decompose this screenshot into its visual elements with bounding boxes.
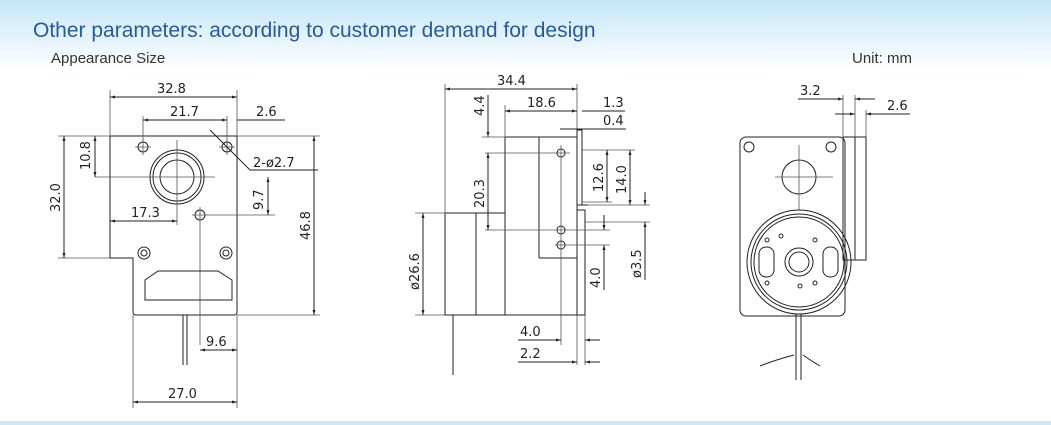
dim-shaft-diameter: ø3.5	[630, 249, 645, 278]
dim-bracket-2: 0.4	[603, 114, 624, 129]
dim-bracket-1: 1.3	[603, 96, 624, 111]
dim-gearbox-depth: 18.6	[527, 96, 556, 111]
page-title: Other parameters: according to customer …	[33, 19, 596, 42]
dim-top-offset: 4.4	[473, 95, 488, 116]
header-banner	[0, 0, 1051, 70]
dim-shaft-length-vertical: 4.0	[589, 267, 604, 288]
dim-height-overall: 46.8	[299, 211, 314, 240]
dim-shaft-from-left: 17.3	[131, 206, 160, 221]
dim-hole-edge: 2.6	[256, 105, 277, 120]
dim-bracket-h2: 14.0	[615, 165, 630, 194]
dim-lower-offset: 9.6	[206, 335, 227, 350]
unit-label: Unit: mm	[852, 50, 912, 67]
hole-callout: 2-ø2.7	[253, 156, 295, 171]
dim-width-overall: 32.8	[157, 82, 186, 97]
dim-shaft-to-hole: 9.7	[252, 189, 267, 210]
dim-motor-diameter: ø26.6	[408, 253, 423, 290]
dim-shaft-offset: 2.2	[520, 347, 541, 362]
front-view: 32.8 21.7 2.6 2-ø2.7 10.8 32.0 17.3 9.7 …	[49, 82, 320, 408]
dim-rear-b: 2.6	[887, 99, 908, 114]
dim-lower-width: 27.0	[168, 387, 197, 402]
dim-rear-a: 3.2	[800, 84, 821, 99]
dim-shaft-from-top: 10.8	[79, 141, 94, 170]
dim-depth-overall: 34.4	[497, 74, 526, 89]
side-view: 34.4 18.6 1.3 0.4 4.4 20.3 12.6 14.0 ø3.…	[408, 74, 650, 375]
dim-hole-spacing-side: 20.3	[473, 179, 488, 208]
bottom-divider	[0, 421, 1051, 425]
rear-view: 3.2 2.6	[739, 84, 910, 380]
dim-height-upper: 32.0	[49, 183, 64, 212]
dim-shaft-length: 4.0	[520, 325, 541, 340]
dim-hole-spacing: 21.7	[170, 105, 199, 120]
dim-bracket-h1: 12.6	[592, 163, 607, 192]
section-label: Appearance Size	[51, 50, 166, 67]
